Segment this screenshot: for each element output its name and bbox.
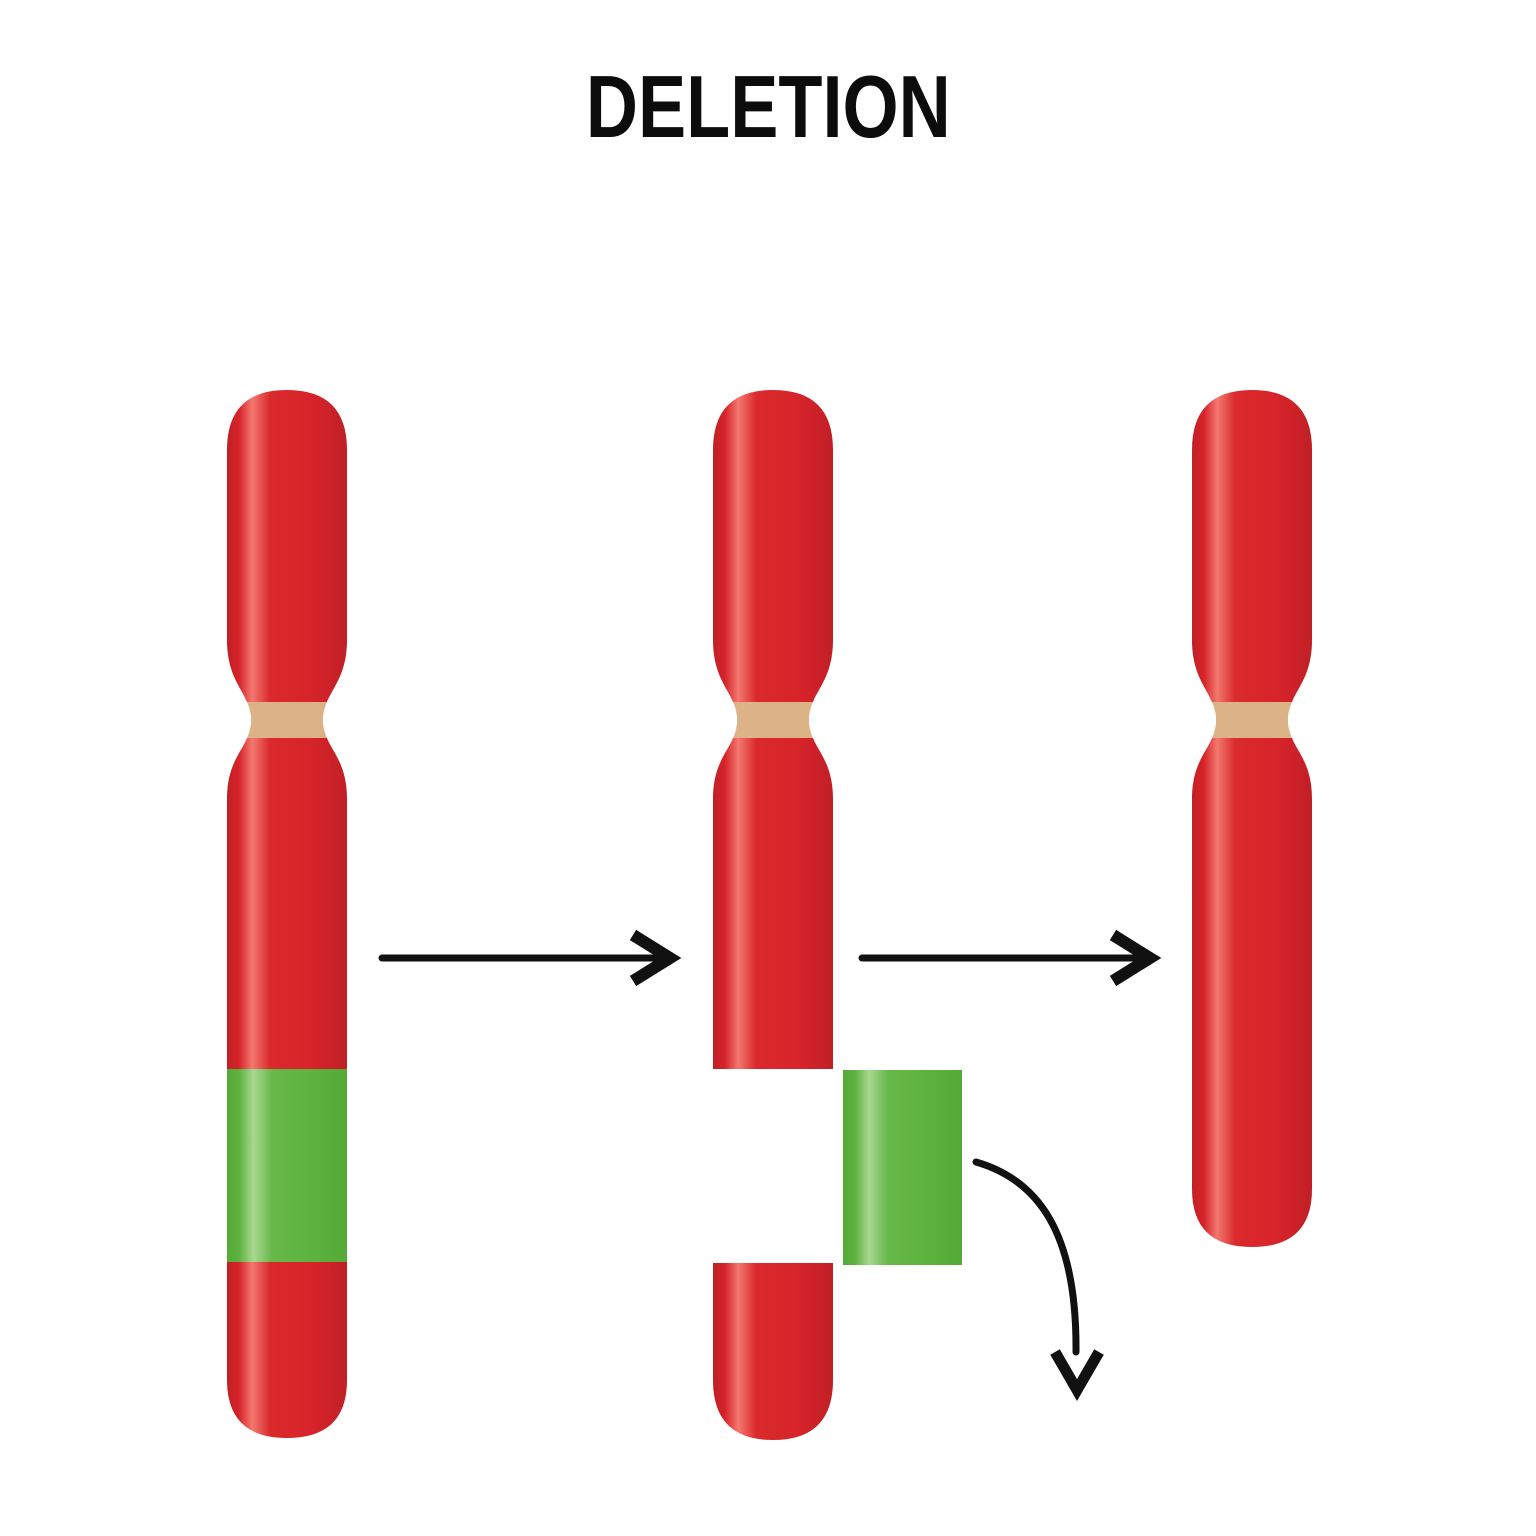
green-segment [227,1069,347,1262]
lower-arm-upper-piece [713,738,833,1069]
right-arrow-head-icon [629,929,682,987]
chromosome-original [227,390,347,1438]
top-arm [1192,390,1312,702]
removal-arrow [972,1158,1104,1401]
centromere [733,702,813,738]
excised-green-segment [843,1070,962,1265]
step-arrow-2 [858,929,1162,987]
page-title: DELETION [586,58,951,156]
top-arm [227,390,347,702]
lower-arm-shortened [1192,738,1312,1247]
lower-arm-bottom-piece [713,1263,833,1440]
right-arrow-head-icon [1109,929,1162,987]
top-arm [713,390,833,702]
chromosome-breaking [713,390,1104,1440]
curved-arrow-head-icon [1050,1349,1104,1401]
step-arrow-1 [378,929,682,987]
centromere [247,702,327,738]
chromosome-deleted [1192,390,1312,1247]
curved-arrow-shaft [972,1158,1080,1356]
centromere [1212,702,1292,738]
